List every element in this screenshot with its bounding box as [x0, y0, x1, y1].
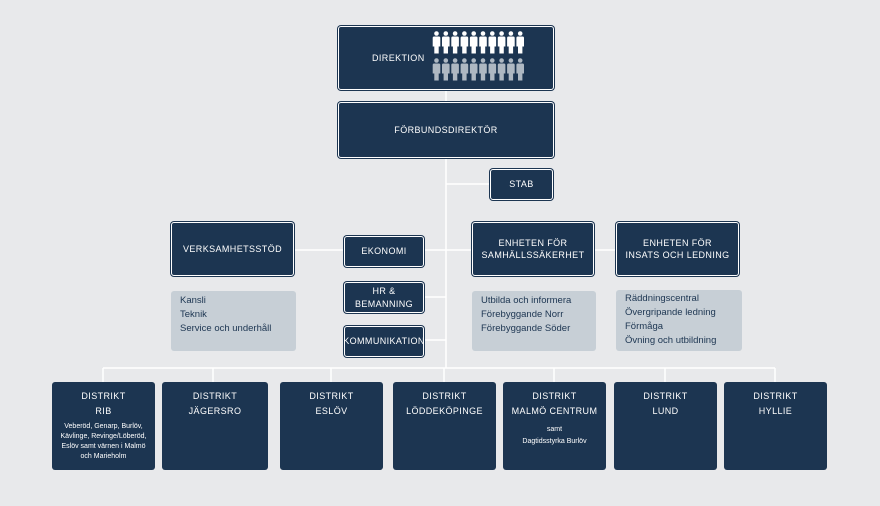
district-title: DISTRIKT: [81, 391, 126, 401]
person-icon: [507, 58, 515, 81]
kommunikation-label: KOMMUNIKATION: [343, 336, 425, 347]
list-item: Förebyggande Norr: [481, 309, 564, 320]
person-icon: [442, 58, 450, 81]
direktion-person-icons: [432, 31, 524, 81]
person-icon: [507, 31, 515, 54]
ekonomi-label: EKONOMI: [361, 246, 407, 257]
district-eslov: DISTRIKT ESLÖV: [280, 382, 383, 470]
person-icon: [516, 31, 524, 54]
ekonomi-box: EKONOMI: [344, 236, 424, 267]
person-icon: [432, 31, 441, 54]
samhallssakerhet-label-2: SAMHÄLLSSÄKERHET: [481, 250, 585, 260]
person-icon: [451, 31, 459, 54]
district-detail: Veberöd, Genarp, Burlöv, Kävlinge, Revin…: [60, 423, 147, 460]
district-title: DISTRIKT: [532, 391, 577, 401]
list-item: Kansli: [180, 295, 206, 306]
insats-label-2: INSATS OCH LEDNING: [625, 250, 730, 260]
kommunikation-box: KOMMUNIKATION: [343, 326, 425, 357]
verksamhetsstod-box: VERKSAMHETSSTÖD: [171, 222, 294, 276]
insats-list: Räddningscentral Övergripande ledning Fö…: [616, 290, 742, 351]
person-icon: [451, 58, 459, 81]
person-icon: [469, 58, 478, 81]
person-icon: [460, 58, 469, 81]
person-icon: [497, 58, 506, 81]
person-icon: [460, 31, 469, 54]
district-malmo-centrum: DISTRIKT MALMÖ CENTRUM samt Dagtidsstyrk…: [503, 382, 606, 470]
samhallssakerhet-label-1: ENHETEN FÖR: [498, 237, 568, 248]
person-icon: [488, 31, 497, 54]
forbundsdirektor-label: FÖRBUNDSDIREKTÖR: [394, 124, 498, 135]
direktion-label: DIREKTION: [372, 52, 425, 63]
person-icon: [516, 58, 524, 81]
person-icon: [479, 58, 487, 81]
list-item: Räddningscentral: [625, 293, 699, 304]
list-item: Utbilda och informera: [481, 295, 572, 306]
district-name: LUND: [652, 406, 679, 416]
person-icon: [442, 31, 450, 54]
district-name: ESLÖV: [315, 406, 348, 416]
person-icon: [479, 31, 487, 54]
hr-label: HR & BEMANNING: [354, 286, 414, 309]
person-icon: [488, 58, 497, 81]
district-jagersro: DISTRIKT JÄGERSRO: [162, 382, 268, 470]
stab-box: STAB: [490, 169, 553, 200]
district-detail-2: Dagtidsstyrka Burlöv: [522, 438, 587, 445]
district-name: JÄGERSRO: [188, 406, 242, 416]
stab-label: STAB: [509, 179, 534, 190]
district-name: HYLLIE: [758, 406, 793, 416]
district-title: DISTRIKT: [192, 391, 238, 401]
verksamhetsstod-list: Kansli Teknik Service och underhåll: [171, 291, 296, 351]
list-item: Övergripande ledning: [625, 307, 716, 318]
district-name: RIB: [95, 406, 112, 416]
district-title: DISTRIKT: [422, 391, 467, 401]
insats-box: ENHETEN FÖR INSATS OCH LEDNING: [616, 222, 739, 276]
district-hyllie: DISTRIKT HYLLIE: [724, 382, 827, 470]
hr-box: HR & BEMANNING: [344, 282, 424, 313]
person-icon: [469, 31, 478, 54]
district-detail: samt: [546, 426, 563, 433]
person-icon: [432, 58, 441, 81]
list-item: Teknik: [180, 309, 207, 320]
forbundsdirektor-box: FÖRBUNDSDIREKTÖR: [338, 102, 554, 158]
district-loddekopinge: DISTRIKT LÖDDEKÖPINGE: [393, 382, 496, 470]
district-name: LÖDDEKÖPINGE: [406, 406, 483, 416]
list-item: Service och underhåll: [180, 323, 272, 334]
list-item: Förebyggande Söder: [481, 323, 571, 334]
insats-label-1: ENHETEN FÖR: [643, 237, 712, 248]
samhallssakerhet-box: ENHETEN FÖR SAMHÄLLSSÄKERHET: [472, 222, 594, 276]
district-title: DISTRIKT: [643, 391, 688, 401]
list-item: Förmåga: [625, 321, 664, 332]
person-icon: [497, 31, 506, 54]
list-item: Övning och utbildning: [625, 335, 717, 346]
samhallssakerhet-list: Utbilda och informera Förebyggande Norr …: [472, 291, 596, 351]
district-lund: DISTRIKT LUND: [614, 382, 717, 470]
district-title: DISTRIKT: [309, 391, 354, 401]
district-rib: DISTRIKT RIB Veberöd, Genarp, Burlöv, Kä…: [52, 382, 155, 470]
district-title: DISTRIKT: [753, 391, 798, 401]
district-name: MALMÖ CENTRUM: [511, 406, 598, 416]
verksamhetsstod-label: VERKSAMHETSSTÖD: [182, 243, 282, 254]
